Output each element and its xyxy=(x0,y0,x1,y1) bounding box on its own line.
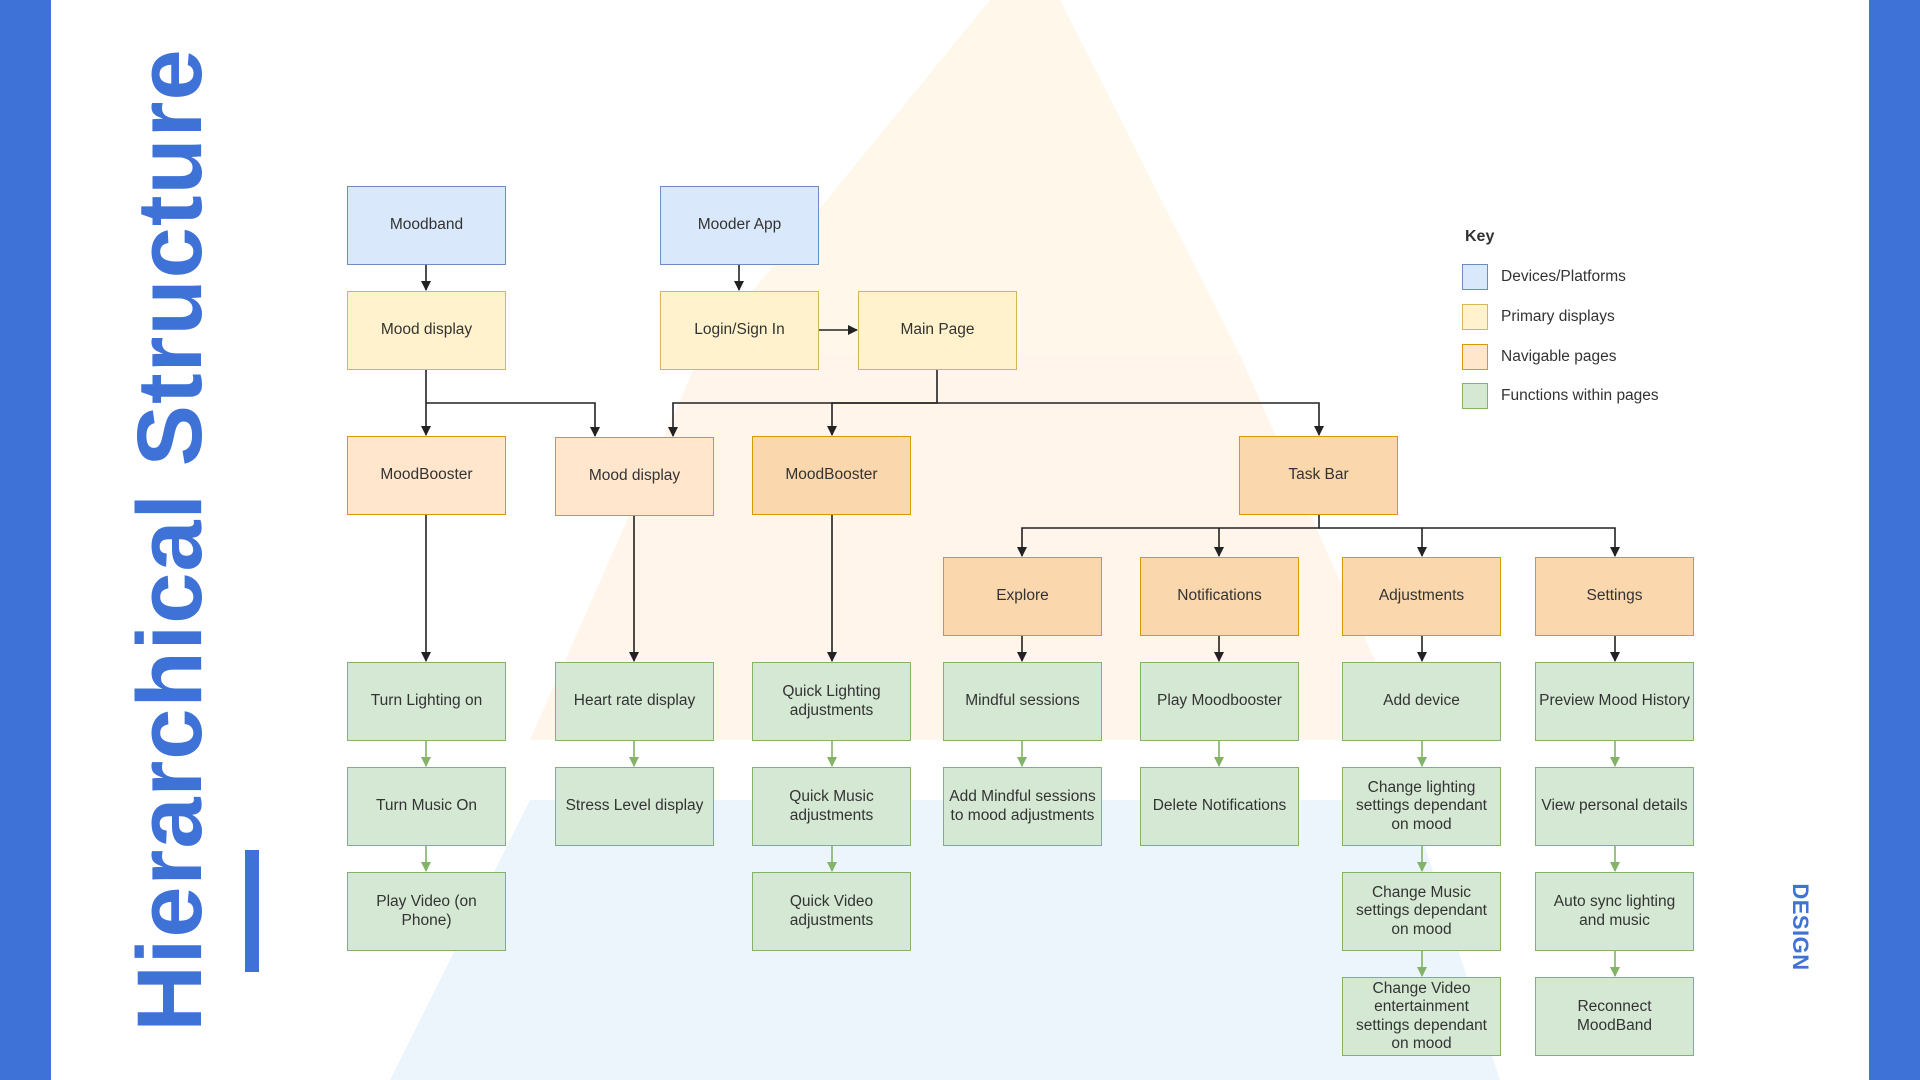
key-item-primary: Primary displays xyxy=(1462,304,1615,330)
node-heart-rate: Heart rate display xyxy=(555,662,714,741)
edge-mood-display-app-view xyxy=(426,402,600,437)
edge-main-page-moodbooster xyxy=(827,402,937,436)
key-item-navigable: Navigable pages xyxy=(1462,344,1616,370)
key-label-navigable: Navigable pages xyxy=(1501,348,1617,365)
key-label-primary: Primary displays xyxy=(1501,308,1615,325)
title-accent-bar xyxy=(245,850,259,972)
edge-task-bar-settings xyxy=(1422,527,1620,557)
node-auto-sync: Auto sync lighting and music xyxy=(1535,872,1694,951)
node-play-video: Play Video (on Phone) xyxy=(347,872,506,951)
node-turn-lighting-on: Turn Lighting on xyxy=(347,662,506,741)
key-label-functions: Functions within pages xyxy=(1501,387,1659,404)
node-stress-level: Stress Level display xyxy=(555,767,714,846)
node-adjustments: Adjustments xyxy=(1342,557,1501,636)
left-accent-band xyxy=(0,0,51,1080)
edge-main-page-task-bar xyxy=(937,402,1324,436)
node-change-lighting: Change lighting settings dependant on mo… xyxy=(1342,767,1501,846)
node-turn-music-on: Turn Music On xyxy=(347,767,506,846)
node-preview-history: Preview Mood History xyxy=(1535,662,1694,741)
node-change-music: Change Music settings dependant on mood xyxy=(1342,872,1501,951)
right-accent-band xyxy=(1869,0,1920,1080)
node-play-moodbooster: Play Moodbooster xyxy=(1140,662,1299,741)
node-view-details: View personal details xyxy=(1535,767,1694,846)
node-add-device: Add device xyxy=(1342,662,1501,741)
node-quick-lighting: Quick Lighting adjustments xyxy=(752,662,911,741)
key-item-devices: Devices/Platforms xyxy=(1462,264,1626,290)
node-mindful-sessions: Mindful sessions xyxy=(943,662,1102,741)
node-reconnect: Reconnect MoodBand xyxy=(1535,977,1694,1056)
node-login: Login/Sign In xyxy=(660,291,819,370)
node-change-video: Change Video entertainment settings depe… xyxy=(1342,977,1501,1056)
edge-task-bar-explore xyxy=(1017,515,1320,557)
node-task-bar: Task Bar xyxy=(1239,436,1398,515)
key-item-functions: Functions within pages xyxy=(1462,383,1659,409)
node-moodband: Moodband xyxy=(347,186,506,265)
edge-main-page-mood-display xyxy=(668,370,938,437)
node-quick-video: Quick Video adjustments xyxy=(752,872,911,951)
edge-task-bar-adjustments xyxy=(1319,527,1427,557)
key-swatch-primary xyxy=(1462,304,1488,330)
node-main-page: Main Page xyxy=(858,291,1017,370)
node-settings: Settings xyxy=(1535,557,1694,636)
node-explore: Explore xyxy=(943,557,1102,636)
node-delete-notifications: Delete Notifications xyxy=(1140,767,1299,846)
node-notifications: Notifications xyxy=(1140,557,1299,636)
key-swatch-devices xyxy=(1462,264,1488,290)
node-moodbooster-band: MoodBooster xyxy=(347,436,506,515)
node-add-mindful: Add Mindful sessions to mood adjustments xyxy=(943,767,1102,846)
key-swatch-functions xyxy=(1462,383,1488,409)
node-mooder-app: Mooder App xyxy=(660,186,819,265)
node-quick-music: Quick Music adjustments xyxy=(752,767,911,846)
key-swatch-navigable xyxy=(1462,344,1488,370)
node-mood-display-app: Mood display xyxy=(555,437,714,516)
node-mood-display-band: Mood display xyxy=(347,291,506,370)
key-label-devices: Devices/Platforms xyxy=(1501,268,1626,285)
node-moodbooster-app: MoodBooster xyxy=(752,436,911,515)
key-title: Key xyxy=(1465,228,1495,245)
